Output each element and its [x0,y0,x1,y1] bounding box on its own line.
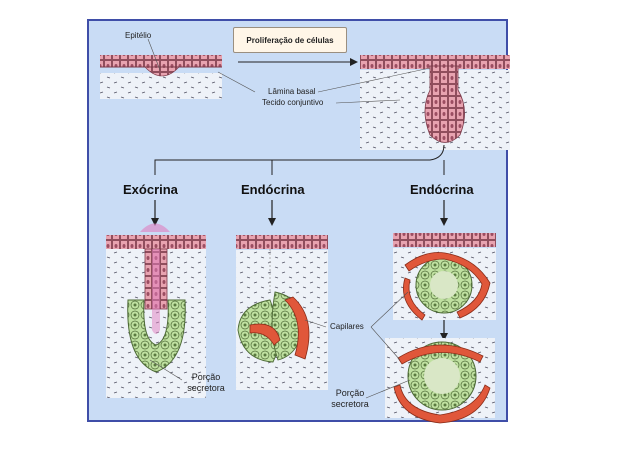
epithelium-label: Epitélio [125,31,152,40]
exocrine-gland [106,223,206,398]
proliferation-label-box: Proliferação de células [233,27,347,53]
basal-lamina-label: Lâmina basal [268,87,316,96]
endocrine-follicle-top [393,233,496,321]
branch-connector [154,144,445,175]
endocrine-gland-cords [236,235,328,390]
initial-epithelium [100,55,222,99]
endocrine-heading-2: Endócrina [410,182,474,197]
capillaries-label: Capilares [330,322,364,331]
proliferation-label: Proliferação de células [246,35,334,45]
invagination-epithelium [360,55,510,150]
exocrine-heading: Exócrina [123,182,178,197]
connective-tissue-label: Tecido conjuntivo [262,98,324,107]
endocrine-follicle-bottom [385,338,495,424]
secretory-portion-label-2: Porção secretora [331,388,369,409]
endocrine-heading-1: Endócrina [241,182,305,197]
secretory-portion-label-1: Porção secretora [187,372,225,393]
